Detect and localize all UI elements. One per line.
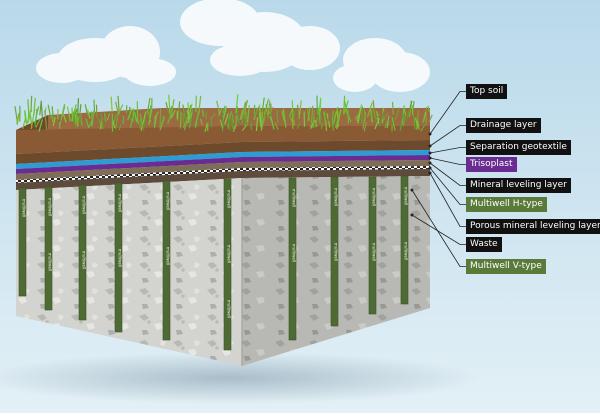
pipe-brand-text: multiwell [82, 196, 87, 214]
pipe-brand-text: multiwell [118, 249, 123, 267]
leader-dot-trisoplast [429, 157, 432, 160]
leader-dot-drainage-layer [429, 145, 432, 148]
multiwell-v-type-pipe: multiwell multiwell [79, 185, 87, 320]
pipe-brand-text: multiwell [404, 187, 409, 205]
label-mineral-leveling-layer: Mineral leveling layer [466, 178, 571, 193]
pipe-brand-text: multiwell [48, 198, 53, 216]
pipe-brand-text: multiwell [227, 300, 232, 318]
leader-dot-separation-geotextile [429, 152, 432, 155]
pipe-brand-text: multiwell [404, 242, 409, 260]
pipe-brand-text: multiwell [22, 199, 27, 217]
pipe-brand-text: multiwell [227, 245, 232, 263]
label-top-soil: Top soil [466, 84, 507, 99]
pipe-brand-text: multiwell [82, 251, 87, 269]
pipe-brand-text: multiwell [166, 192, 171, 210]
multiwell-v-type-pipe: multiwell multiwell [331, 177, 339, 326]
multiwell-v-type-pipe: multiwell multiwell [45, 187, 53, 310]
leader-dot-top-soil [429, 133, 432, 136]
label-multiwell-h-type: Multiwell H-type [466, 197, 547, 212]
leader-dot-multiwell-v-type [411, 189, 414, 192]
multiwell-v-type-pipe: multiwell multiwell multiwell [224, 179, 232, 350]
pipe-brand-text: multiwell [292, 244, 297, 262]
label-drainage-layer: Drainage layer [466, 118, 541, 133]
leader-dot-mineral-leveling-layer [429, 162, 432, 165]
pipe-brand-text: multiwell [166, 247, 171, 265]
pipe-brand-text: multiwell [48, 253, 53, 271]
multiwell-v-type-pipe: multiwell multiwell [401, 176, 409, 304]
pipe-brand-text: multiwell [372, 243, 377, 261]
leader-dot-porous-mineral-leveling-layer [429, 172, 432, 175]
multiwell-v-type-pipe: multiwell multiwell [289, 178, 297, 340]
leader-dot-waste [411, 214, 414, 217]
pipe-brand-text: multiwell [334, 188, 339, 206]
label-porous-mineral-leveling-layer: Porous mineral leveling layer [466, 219, 600, 234]
pipe-brand-text: multiwell [372, 188, 377, 206]
pipe-brand-text: multiwell [292, 189, 297, 207]
pipe-brand-text: multiwell [118, 194, 123, 212]
multiwell-v-type-pipe: multiwell multiwell [115, 183, 123, 332]
label-multiwell-v-type: Multiwell V-type [466, 259, 546, 274]
pipe-brand-text: multiwell [334, 243, 339, 261]
label-separation-geotextile: Separation geotextile [466, 140, 571, 155]
multiwell-v-type-pipe: multiwell [19, 188, 27, 296]
multiwell-v-type-pipe: multiwell multiwell [163, 181, 171, 340]
label-waste: Waste [466, 237, 502, 252]
label-trisoplast: Trisoplast [466, 157, 517, 172]
pipe-brand-text: multiwell [227, 190, 232, 208]
multiwell-v-type-pipe: multiwell multiwell [369, 177, 377, 314]
leader-dot-multiwell-h-type [429, 167, 432, 170]
